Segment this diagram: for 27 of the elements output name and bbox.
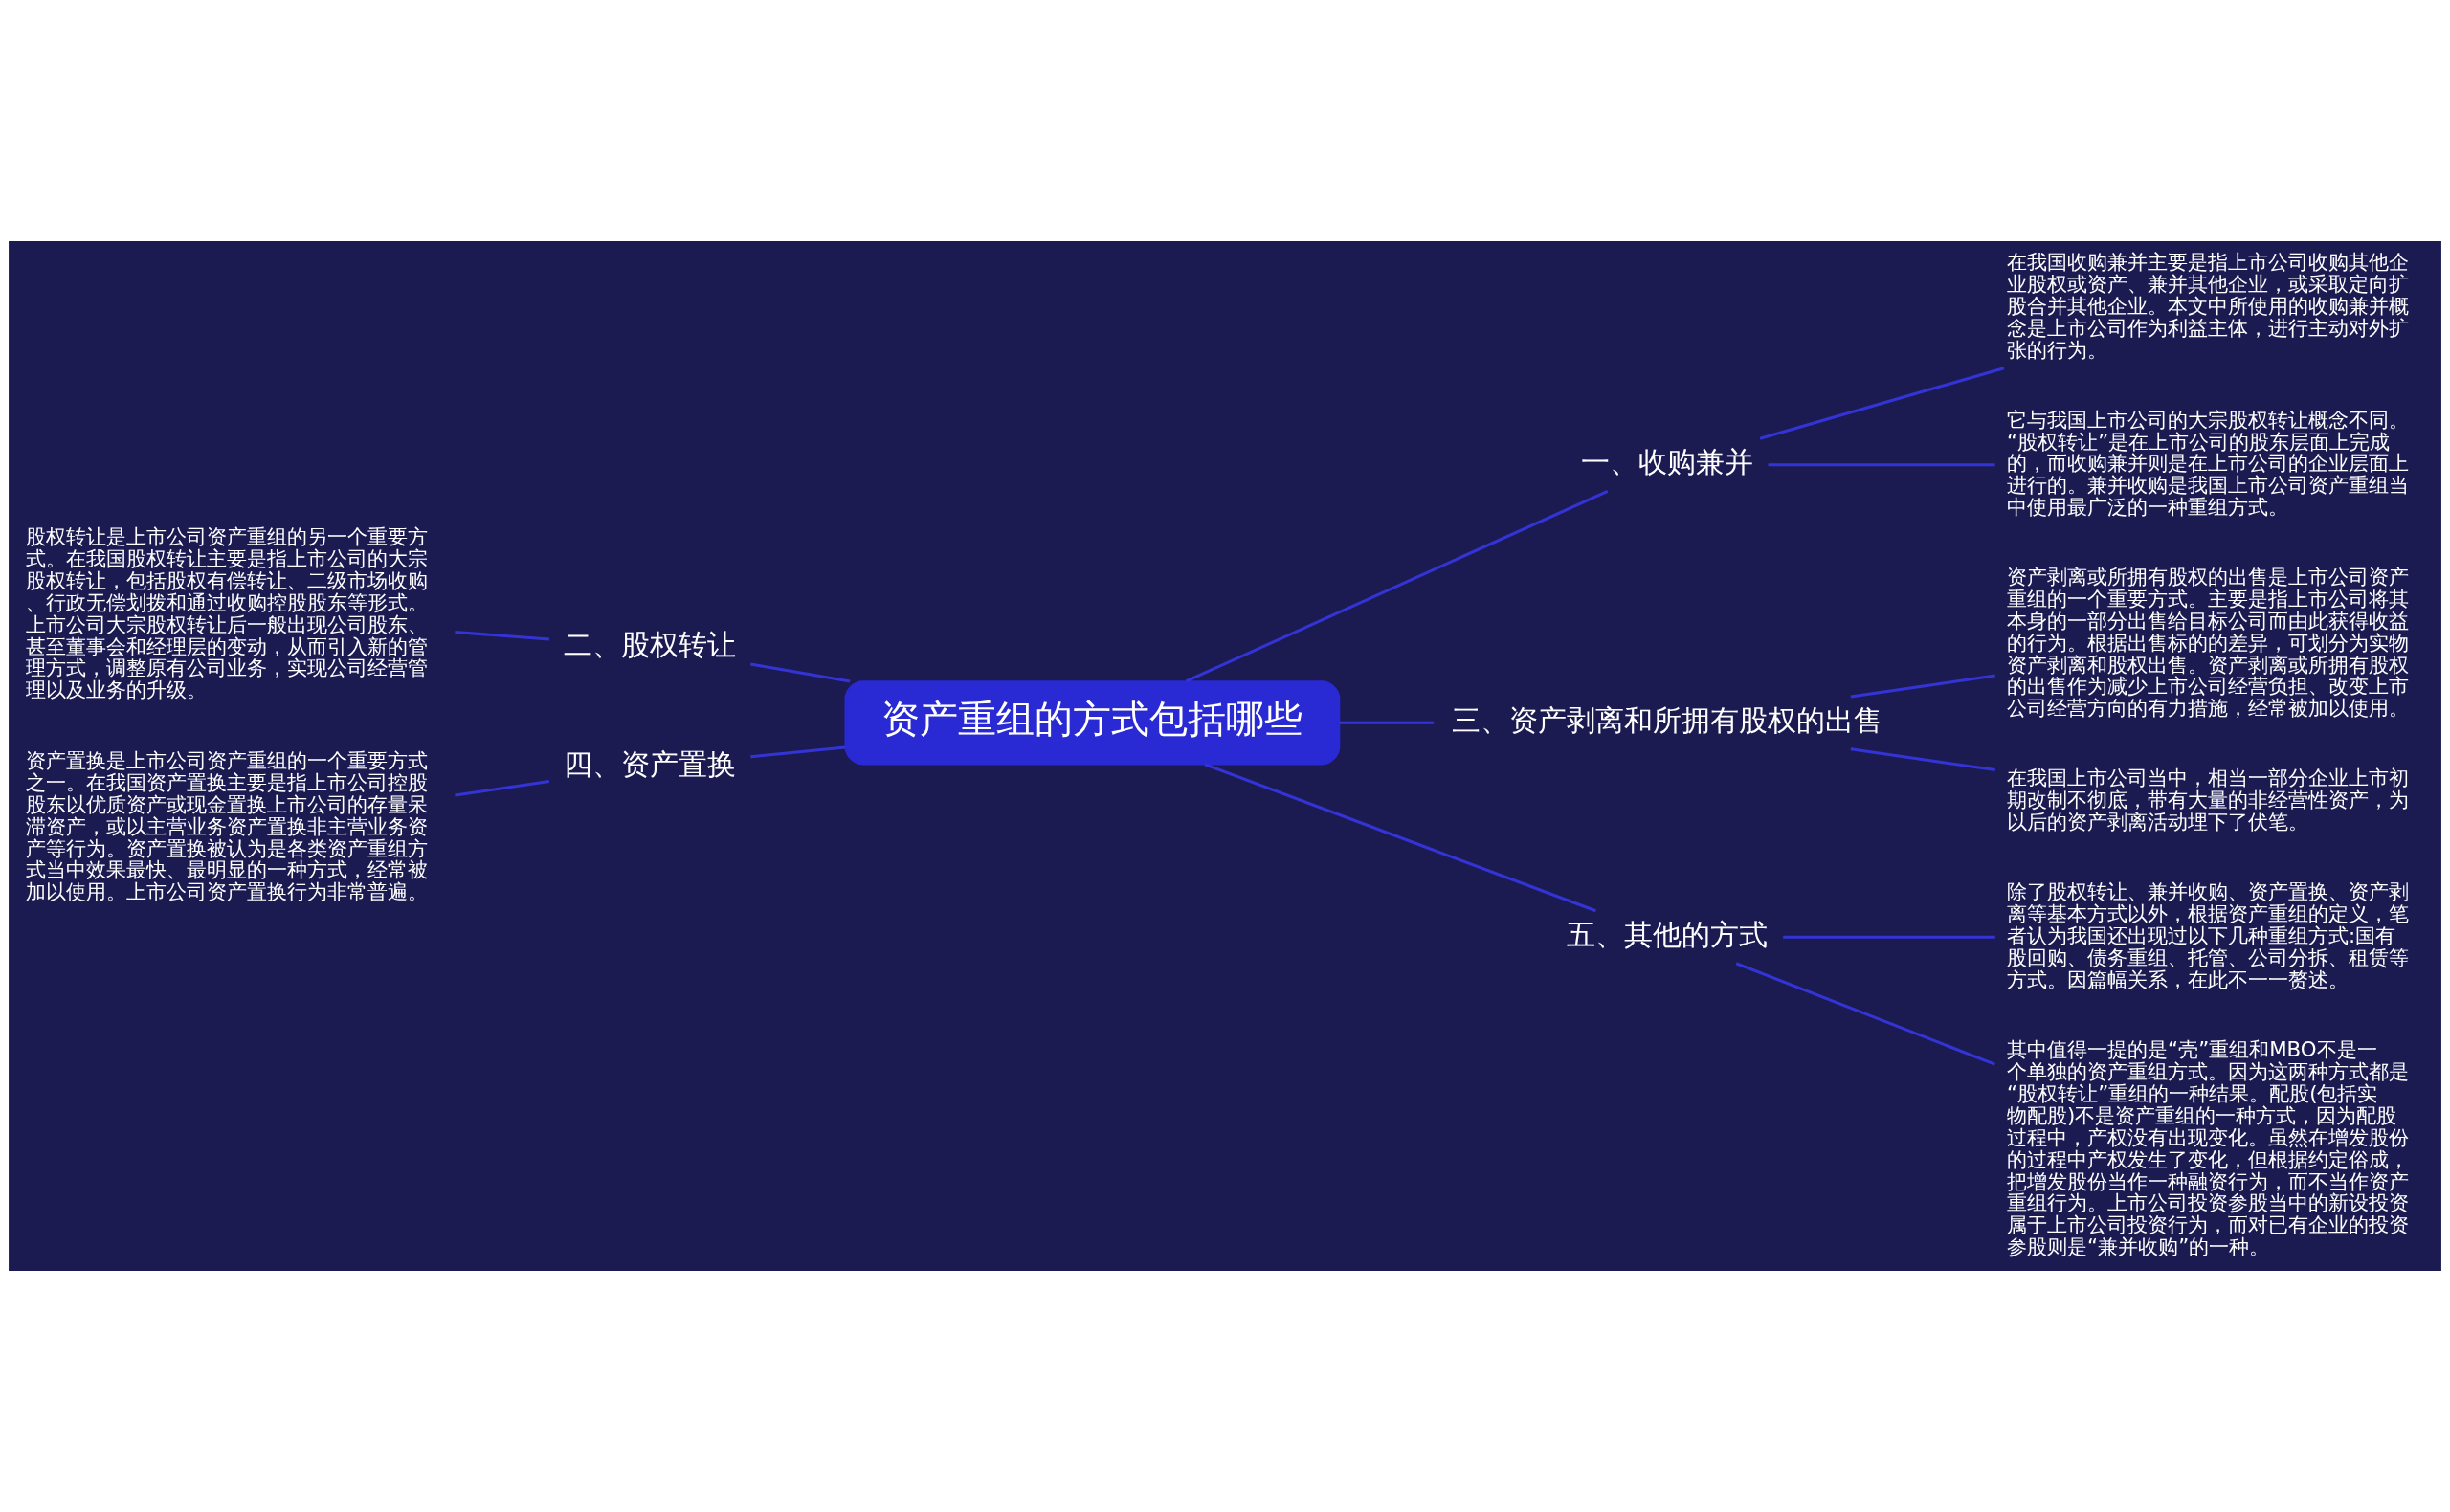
- node-text: 一、收购兼并: [1581, 445, 1754, 479]
- node-text: 在我国上市公司当中，相当一部分企业上市初期改制不彻底，带有大量的非经营性资产，为以后的资产剥离活动埋下了伏笔。: [2007, 766, 2410, 834]
- connector: [455, 630, 549, 641]
- connector: [1759, 367, 2005, 440]
- node-text: 在我国收购兼并主要是指上市公司收购其他企业股权或资产、兼并其他企业，或采取定向扩股合并其他企业。本文中所使用的收购兼并概念是上市公司作为利益主体，进行主动对外扩张的行为。: [2007, 250, 2410, 362]
- node-text: 三、资产剥离和所拥有股权的出售: [1452, 702, 1883, 737]
- node-text: 资产置换是上市公司资产重组的一个重要方式之一。在我国资产置换主要是指上市公司控股股东以优质资产或现金置换上市公司的存量呆滞资产，或以主营业务资产置换非主营业务资产等行为。资产置换被认为是各类资产重组方式当中效果最快、最明显的一种方式，经常被加以使用。上市公司资产置换行为非常普遍。: [26, 748, 429, 904]
- connector: [1204, 763, 1596, 913]
- node-text: 五、其他的方式: [1567, 917, 1769, 951]
- connector: [750, 745, 846, 759]
- connector: [750, 662, 851, 683]
- node-text: 资产剥离或所拥有股权的出售是上市公司资产重组的一个重要方式。主要是指上市公司将其本身的一部分出售给目标公司而由此获得收益的行为。根据出售标的的差异，可划分为实物资产剥离和股权出售。资产剥离或所拥有股权的出售作为减少上市公司经营负担、改变上市公司经营方向的有力措施，经常被加以使用。: [2007, 565, 2410, 721]
- node-text: 其中值得一提的是“壳”重组和MBO不是一个单独的资产重组方式。因为这两种方式都是“股权转让”重组的一种结果。配股(包括实物配股)不是资产重组的一种方式，因为配股过程中，产权没有出现变化。虽然在增发股份的过程中产权发生了变化，但根据约定俗成，把增发股份当作一种融资行为，而不当作资产重组行为。上市公司投资参股当中的新设投资属于上市公司投资行为，而对已有企业的投资参股则是“兼并收购”的一种。: [2007, 1037, 2410, 1259]
- node-box: 资产重组的方式包括哪些: [844, 680, 1341, 766]
- connector: [1850, 747, 1995, 772]
- node-text: 股权转让是上市公司资产重组的另一个重要方式。在我国股权转让主要是指上市公司的大宗股权转让，包括股权有偿转让、二级市场收购、行政无偿划拨和通过收购控股股东等形式。上市公司大宗股权转让后一般出现公司股东、甚至董事会和经理层的变动，从而引入新的管理方式，调整原有公司业务，实现公司经营管理以及业务的升级。: [26, 524, 429, 702]
- node-text: 二、股权转让: [564, 627, 737, 661]
- connector: [1850, 674, 1995, 699]
- node-text: 它与我国上市公司的大宗股权转让概念不同。“股权转让”是在上市公司的股东层面上完成的，而收购兼并则是在上市公司的企业层面上进行的。兼并收购是我国上市公司资产重组当中使用最广泛的一种重组方式。: [2007, 407, 2410, 520]
- connector: [1339, 721, 1435, 724]
- connector: [1735, 962, 1995, 1066]
- connector: [1768, 463, 1995, 467]
- node-text: 四、资产置换: [564, 746, 737, 781]
- node-text: 除了股权转让、兼并收购、资产置换、资产剥离等基本方式以外，根据资产重组的定义，笔者认为我国还出现过以下几种重组方式:国有股回购、债务重组、托管、公司分拆、租赁等方式。因篇幅关系，在此不一一赘述。: [2007, 879, 2410, 991]
- connector: [1186, 489, 1609, 683]
- connector: [1783, 935, 1995, 939]
- connector: [455, 779, 550, 797]
